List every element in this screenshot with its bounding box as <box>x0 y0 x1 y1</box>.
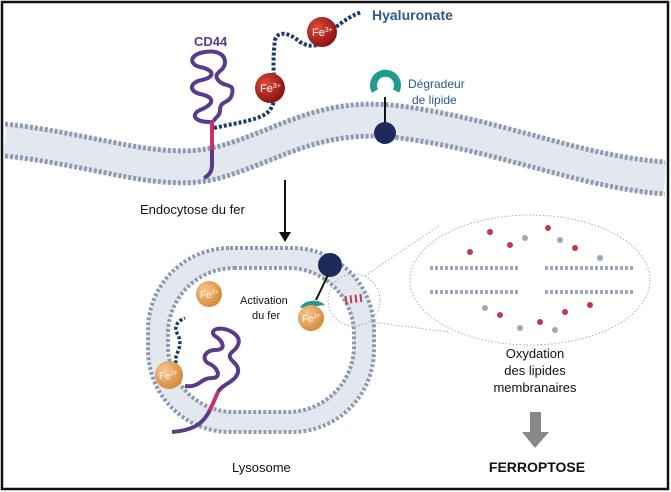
internalized-cd44-tail <box>171 409 212 434</box>
fe2-ion: Fe2+ <box>196 281 222 307</box>
svg-text:Fe2+: Fe2+ <box>159 371 178 382</box>
fe3-base: Fe <box>260 83 273 95</box>
fe2-base: Fe <box>200 290 212 301</box>
fe2-base: Fe <box>159 371 171 382</box>
fe2-ion: Fe2+ <box>155 361 183 389</box>
internalized-cd44-transmembrane <box>208 391 220 411</box>
fe2-sup: 2+ <box>171 371 178 377</box>
oxidation-label-line1: Oxydation <box>506 346 565 361</box>
lipid-degrader <box>370 69 401 144</box>
endocytosis-arrowhead <box>279 232 291 242</box>
fe2-sup: 2+ <box>212 290 219 296</box>
degrader-anchor <box>318 253 342 277</box>
cd44-receptor <box>190 49 235 180</box>
cd44-label: CD44 <box>194 34 228 49</box>
degrader-label-line2: de lipide <box>412 93 457 107</box>
fe3-ion: Fe3+ <box>255 73 285 103</box>
fe3-sup: 3+ <box>273 83 281 90</box>
fe2-sup: 2+ <box>314 314 321 320</box>
svg-text:Fe3+: Fe3+ <box>312 27 333 39</box>
internalized-cd44 <box>184 326 241 394</box>
degrader-label-line1: Dégradeur <box>408 77 465 91</box>
lipid-fragments <box>482 235 603 333</box>
degrader-stalk <box>315 274 329 301</box>
internalized-hyaluronate <box>173 316 186 369</box>
activation-label-line2: du fer <box>252 310 280 322</box>
fe3-sup: 3+ <box>325 27 333 34</box>
oxidized-lipid-fragments <box>467 225 593 325</box>
fe3-ion: Fe3+ <box>307 17 337 47</box>
svg-text:Fe3+: Fe3+ <box>260 83 281 95</box>
zoom-guide-line <box>369 321 451 333</box>
hyaluronate-label: Hyaluronate <box>372 7 453 23</box>
ferroptosis-arrow <box>530 412 541 434</box>
lysosome-label: Lysosome <box>232 460 291 475</box>
zoom-membrane-detail <box>409 214 651 346</box>
svg-text:Fe2+: Fe2+ <box>200 290 219 301</box>
fe2-ion: Fe2+ <box>298 305 324 331</box>
lysosome <box>146 246 376 434</box>
zoom-guide-line <box>364 224 441 277</box>
fe3-base: Fe <box>312 27 325 39</box>
ferroptosis-arrowhead <box>522 432 549 448</box>
oxidation-label-line2: des lipides <box>504 363 566 378</box>
fe2-base: Fe <box>302 314 314 325</box>
svg-text:Fe2+: Fe2+ <box>302 314 321 325</box>
endocytosis-label: Endocytose du fer <box>140 202 245 217</box>
plasma-membrane <box>3 101 667 197</box>
ferroptosis-label: FERROPTOSE <box>489 459 585 475</box>
zoom-source-circle <box>327 273 381 327</box>
oxidation-label-line3: membranaires <box>493 380 577 395</box>
activation-label-line1: Activation <box>240 295 288 307</box>
